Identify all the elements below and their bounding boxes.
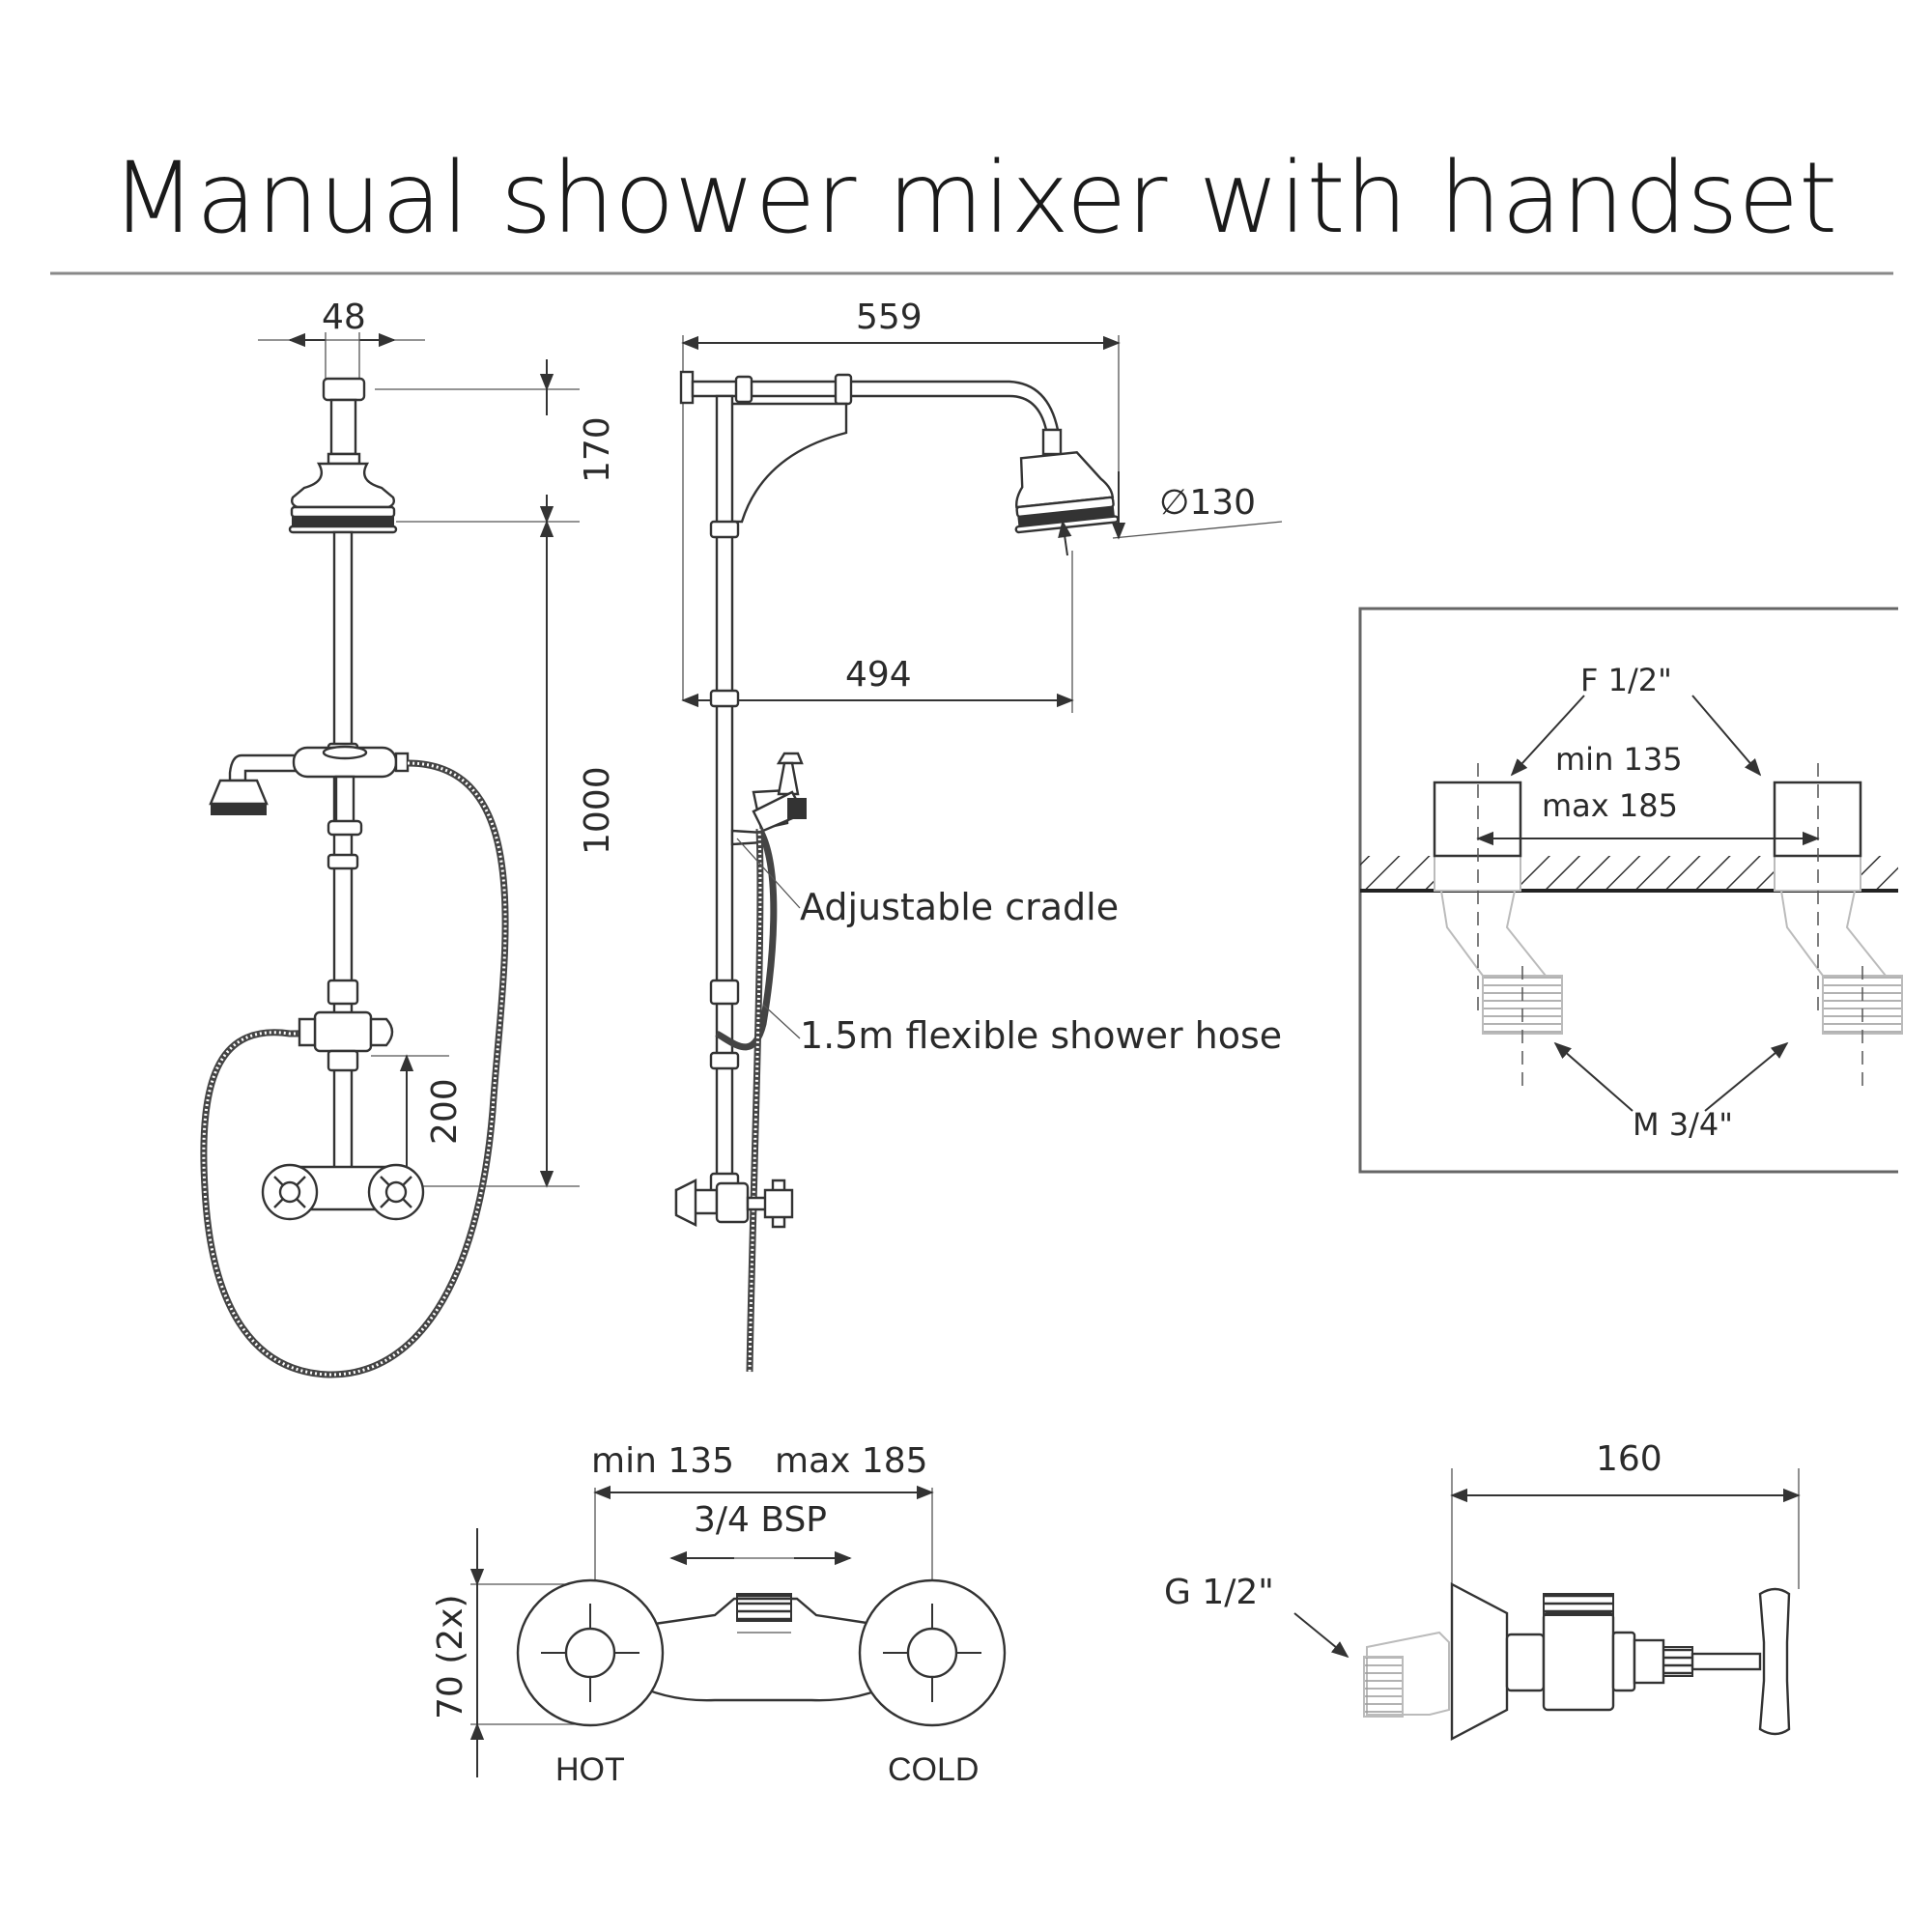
side-head-diameter-dim: ∅130 xyxy=(1159,483,1256,523)
front-view: 48 170 1000 xyxy=(200,298,617,1378)
side-head-center-dim: 494 xyxy=(845,655,912,695)
wall-max-label: max 185 xyxy=(1542,787,1678,824)
page-title: Manual shower mixer with handset xyxy=(111,141,1837,256)
valve-height-dim: 70 (2x) xyxy=(431,1594,470,1719)
front-height-dim: 1000 xyxy=(578,766,617,855)
hot-label: HOT xyxy=(555,1751,625,1788)
front-arm-dim: 170 xyxy=(578,416,617,483)
wall-detail-panel: F 1/2" min 135 max 185 M 3/4" xyxy=(1358,607,1903,1174)
wall-thread-top: F 1/2" xyxy=(1580,662,1672,698)
valve-thread-label: G 1/2" xyxy=(1164,1573,1274,1612)
wall-min-label: min 135 xyxy=(1555,741,1683,778)
valve-depth-dim: 160 xyxy=(1596,1439,1662,1479)
valve-min-label: min 135 xyxy=(591,1441,734,1481)
valve-max-label: max 185 xyxy=(775,1441,928,1481)
side-projection-dim: 559 xyxy=(856,298,923,337)
label-adjustable-cradle: Adjustable cradle xyxy=(800,886,1119,928)
valve-side-view: 160 G 1/2" xyxy=(1164,1439,1801,1741)
wall-thread-bottom: M 3/4" xyxy=(1633,1106,1733,1143)
valve-front-view: min 135 max 185 3/4 BSP 70 (2x) xyxy=(431,1441,1007,1788)
front-valve-dim: 200 xyxy=(425,1078,465,1145)
front-width-dim: 48 xyxy=(322,298,366,337)
valve-bsp-label: 3/4 BSP xyxy=(694,1500,827,1540)
label-flexible-hose: 1.5m flexible shower hose xyxy=(800,1014,1282,1057)
side-view: 559 ∅130 494 xyxy=(674,298,1282,1373)
cold-label: COLD xyxy=(888,1751,979,1788)
